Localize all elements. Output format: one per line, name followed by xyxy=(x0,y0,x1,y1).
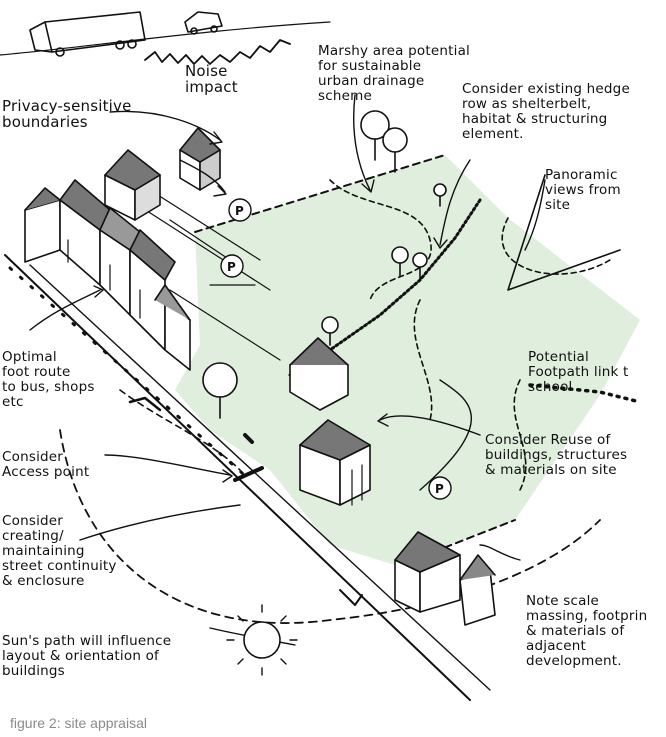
access-point-note: Consider Access point xyxy=(2,449,90,480)
noise-impact-note: Noise impact xyxy=(185,62,238,96)
footpath-link xyxy=(528,383,642,404)
street-continuity-note: Consider creating/ maintaining street co… xyxy=(2,513,117,589)
site-sketch-drawing: P P P xyxy=(0,11,642,701)
footpath-link-note: Potential Footpath link t school xyxy=(528,349,629,395)
panoramic-view-wedge xyxy=(507,174,621,291)
reuse-buildings-note: Consider Reuse of buildings, structures … xyxy=(485,432,628,478)
figure-caption: figure 2: site appraisal xyxy=(10,715,147,731)
sun-icon xyxy=(226,604,298,676)
marshy-area-note: Marshy area potential for sustainable ur… xyxy=(318,43,470,104)
noise-zigzag xyxy=(144,39,291,65)
hedge-row-note: Consider existing hedge row as shelterbe… xyxy=(462,81,630,142)
parking-label-1: P xyxy=(235,204,244,218)
annotation-arrows xyxy=(29,94,546,646)
adjacent-development xyxy=(394,531,496,626)
site-appraisal-sketch: P P P Noise impact Marshy area potential… xyxy=(0,11,648,701)
on-site-buildings xyxy=(289,337,371,506)
foot-route-note: Optimal foot route to bus, shops etc xyxy=(2,349,95,410)
scale-massing-note: Note scale massing, footprin & materials… xyxy=(526,593,648,669)
parking-markers xyxy=(220,198,452,500)
site-area xyxy=(175,155,640,565)
terraced-houses xyxy=(24,179,191,371)
privacy-boundaries-note: Privacy-sensitive boundaries xyxy=(2,97,132,131)
parking-label-3: P xyxy=(435,482,444,496)
truck-and-car xyxy=(0,11,331,57)
panoramic-views-note: Panoramic views from site xyxy=(545,167,621,213)
trees xyxy=(202,110,447,419)
parking-label-2: P xyxy=(227,260,236,274)
detached-houses xyxy=(104,127,221,221)
sun-path-note: Sun's path will influence layout & orien… xyxy=(2,633,172,679)
